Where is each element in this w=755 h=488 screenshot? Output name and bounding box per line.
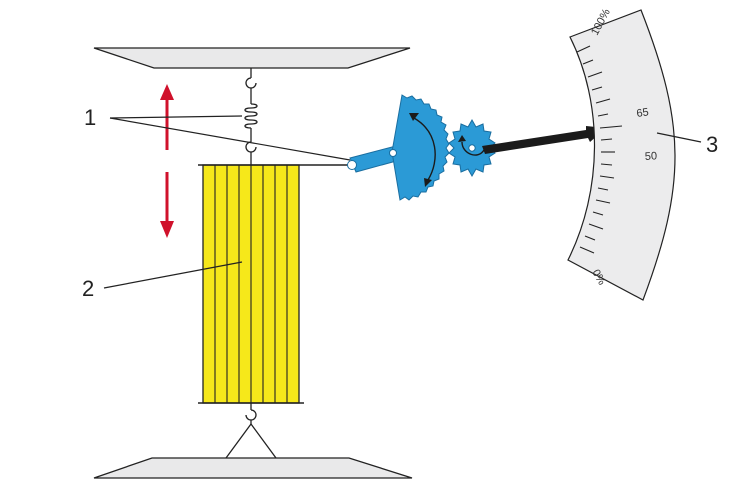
gauge-mark-65: 65: [636, 106, 650, 120]
callout-label-3: 3: [706, 132, 718, 157]
arrow-up-icon: [160, 84, 174, 150]
gear-rotation-arrow-icon: [461, 141, 485, 156]
rotation-arrow-icon: [413, 117, 436, 181]
rotation-arrowhead-down: [424, 178, 432, 187]
callout-3-leader: [656, 132, 702, 143]
hair-bundle: [198, 164, 352, 404]
callout-2-leader: [103, 261, 243, 289]
gear-pivot: [468, 144, 476, 152]
gauge-ticks: [576, 45, 623, 254]
callout-label-2: 2: [82, 276, 94, 301]
arrow-down-icon: [160, 172, 174, 238]
spring-icon: [244, 103, 258, 129]
callout-1-leaders: [109, 115, 351, 161]
gauge-mark-50: 50: [645, 150, 658, 163]
gauge-face: [567, 9, 676, 301]
callout-label-1: 1: [84, 105, 96, 130]
spring-assembly: [244, 68, 258, 165]
top-mounting-plate: [93, 47, 411, 69]
sector-pivot: [389, 149, 397, 157]
gear-rotation-arrowhead: [458, 135, 466, 142]
toothed-sector: [391, 94, 450, 201]
bottom-mounting-plate: [93, 457, 413, 479]
lever-pivot: [347, 160, 357, 170]
bottom-attachment: [225, 403, 277, 459]
rotation-arrowhead-up: [409, 113, 419, 121]
pointer-needle: [482, 126, 606, 154]
